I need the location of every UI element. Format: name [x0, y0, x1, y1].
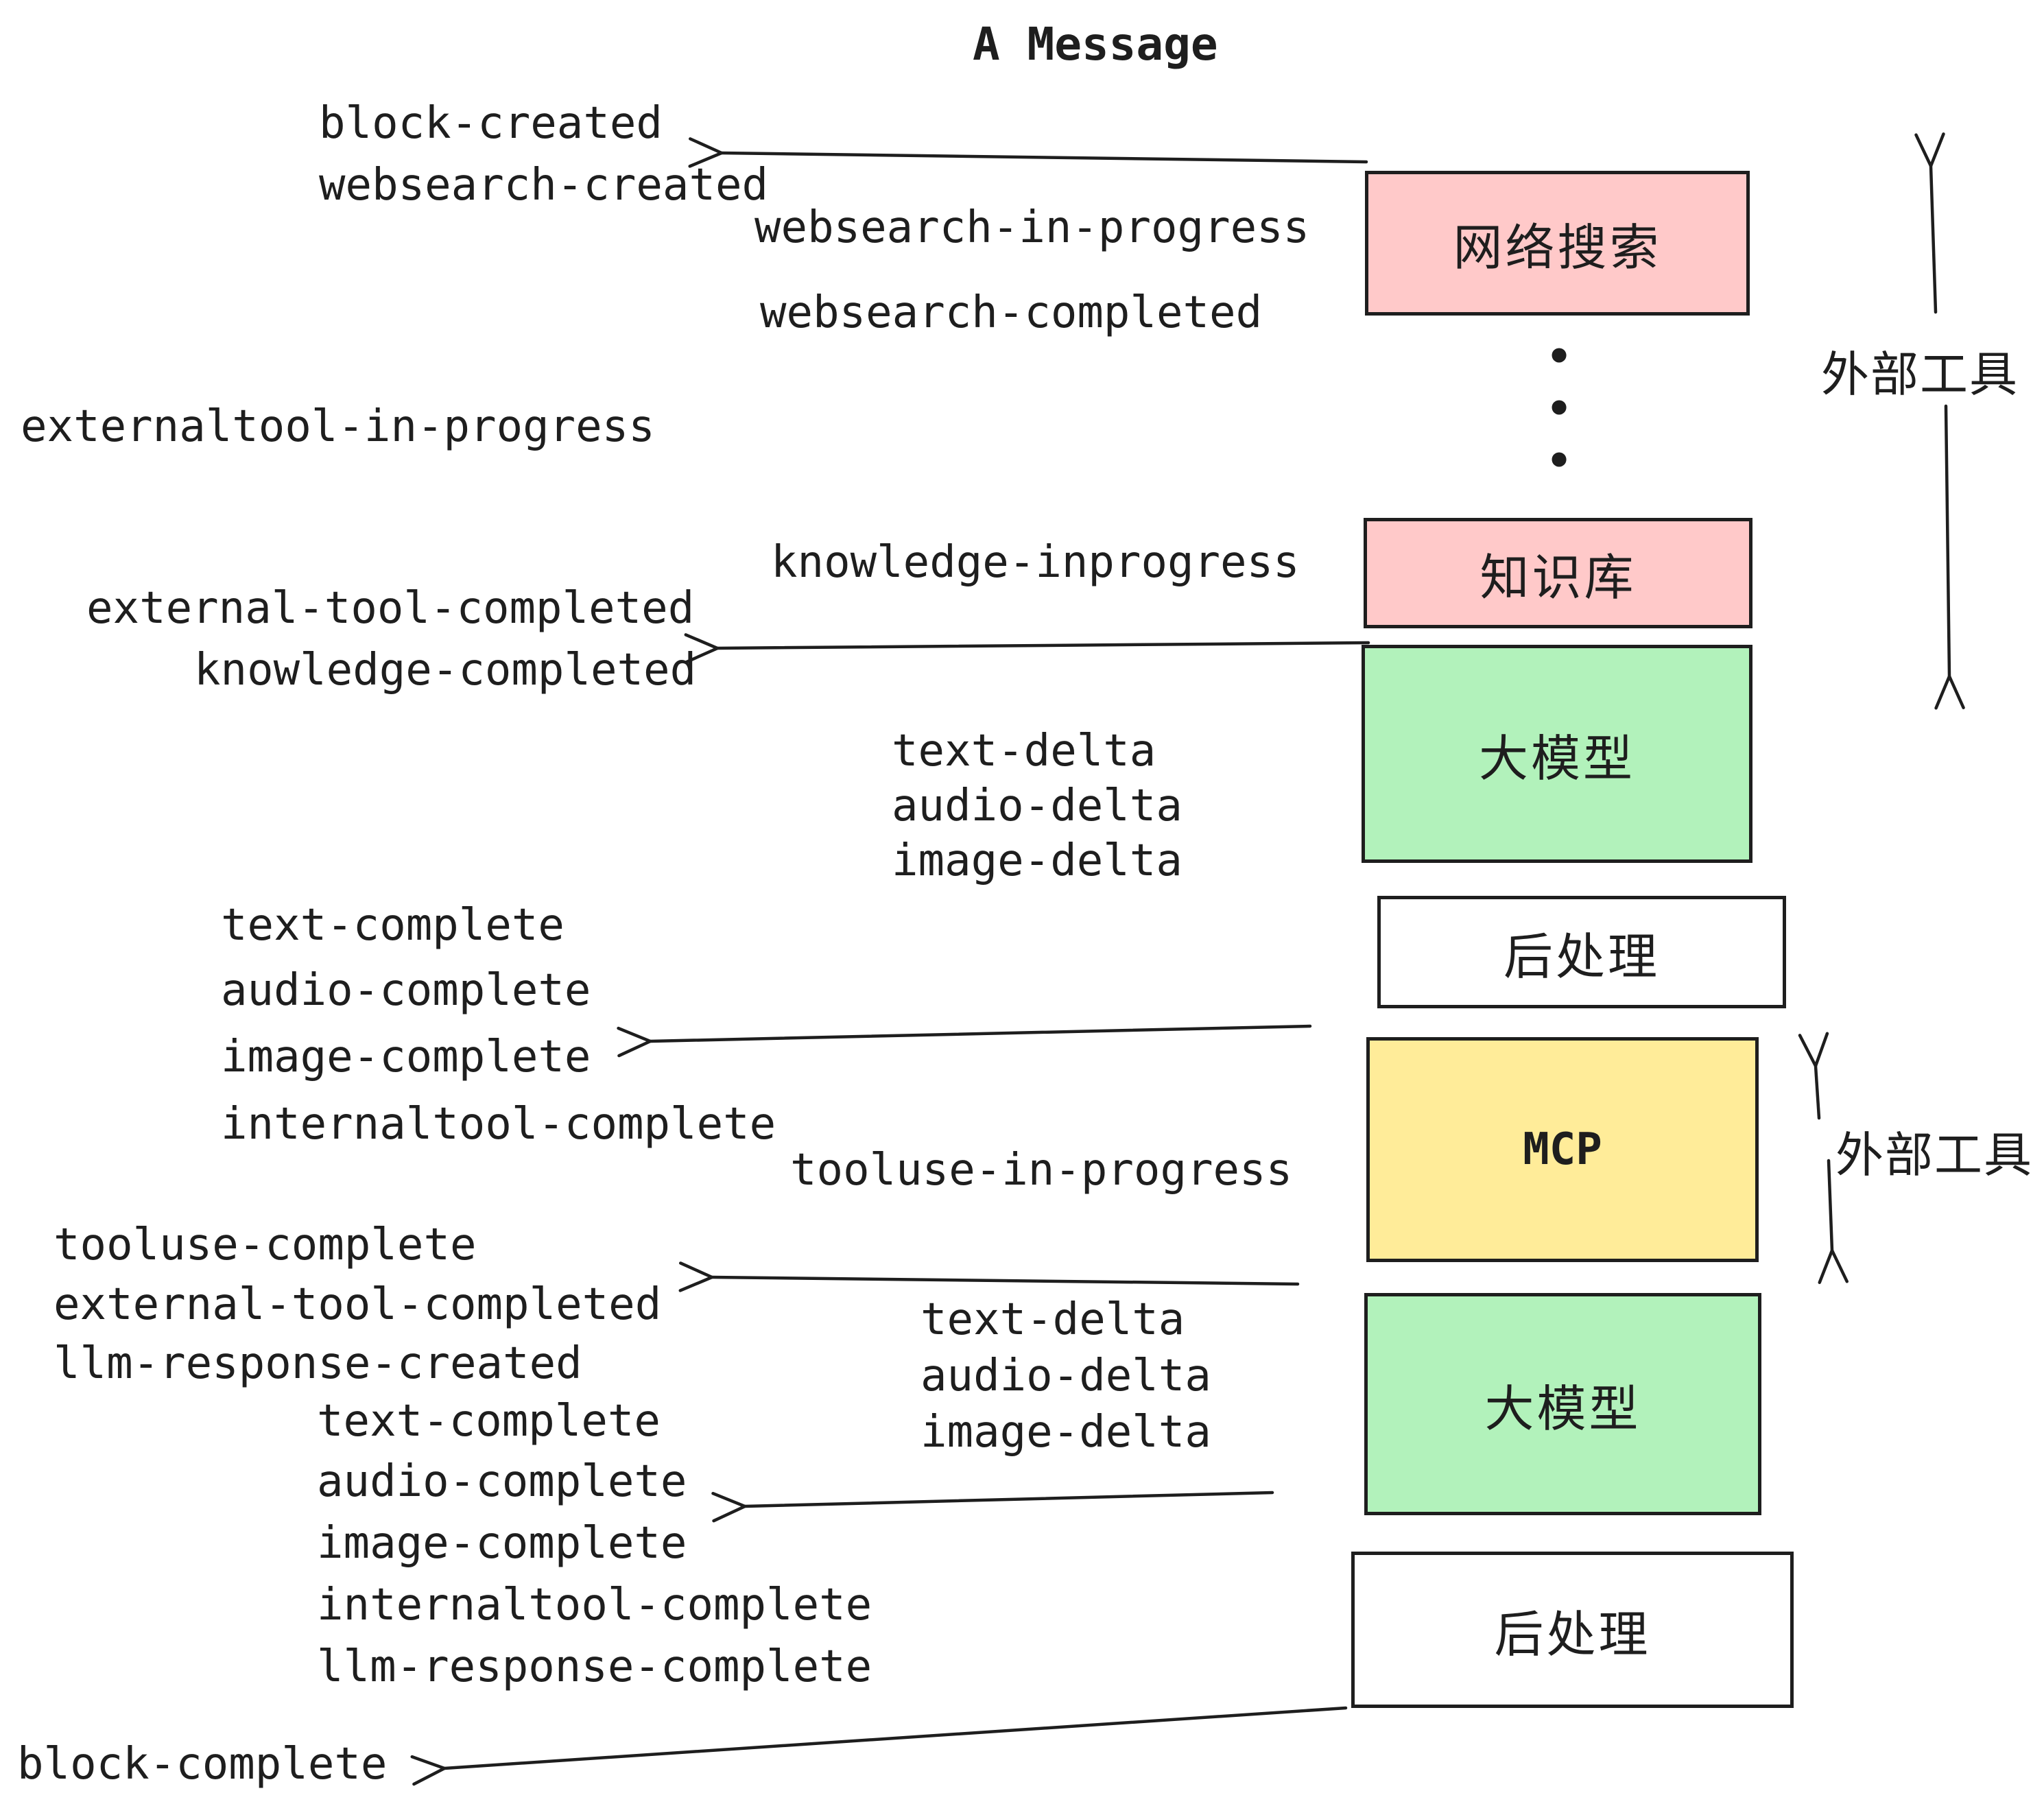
- event-label-block-complete: block-complete: [17, 1739, 388, 1790]
- event-label-websearch-in-progress: websearch-in-progress: [754, 202, 1310, 253]
- box-postprocess-1: 后处理: [1377, 896, 1786, 1008]
- arrow-postprocess2-to-block-complete: [410, 1706, 1348, 1786]
- box-knowledge-label: 知识库: [1479, 549, 1637, 606]
- event-label-audio-delta-2: audio-delta: [920, 1351, 1211, 1401]
- arrow-websearch-to-created-events: [688, 137, 1368, 168]
- arrow-knowledge-to-completed-events: [684, 633, 1370, 664]
- event-label-text-delta-2: text-delta: [920, 1294, 1185, 1345]
- event-label-audio-complete-1: audio-complete: [221, 965, 591, 1016]
- box-postprocess-2-label: 后处理: [1494, 1605, 1651, 1663]
- event-label-image-delta-1: image-delta: [892, 835, 1183, 886]
- external-tools-annotation-2: 外部工具: [1835, 1127, 2033, 1183]
- event-label-externaltool-in-progress: externaltool-in-progress: [21, 401, 655, 452]
- event-label-internaltool-complete-2: internaltool-complete: [317, 1580, 872, 1630]
- box-knowledge: 知识库: [1364, 518, 1752, 628]
- event-label-external-tool-completed-1: external-tool-completed: [86, 583, 695, 634]
- box-llm-2-label: 大模型: [1484, 1379, 1641, 1438]
- arrow-external-tools-down-1: [1934, 404, 1965, 710]
- event-label-text-complete-1: text-complete: [221, 900, 565, 951]
- event-label-block-created: block-created: [319, 98, 663, 149]
- box-llm-1: 大模型: [1362, 645, 1752, 863]
- event-label-tooluse-in-progress: tooluse-in-progress: [790, 1145, 1293, 1196]
- event-label-image-complete-2: image-complete: [317, 1518, 687, 1569]
- event-label-knowledge-completed: knowledge-completed: [194, 645, 697, 696]
- arrow-llm1-to-complete-events: [617, 1024, 1312, 1058]
- event-label-text-delta-1: text-delta: [892, 726, 1156, 776]
- box-websearch-label: 网络搜索: [1453, 219, 1662, 276]
- box-mcp: MCP: [1366, 1037, 1759, 1262]
- event-label-audio-complete-2: audio-complete: [317, 1456, 687, 1507]
- event-label-internaltool-complete-1: internaltool-complete: [221, 1099, 776, 1150]
- event-label-image-delta-2: image-delta: [920, 1407, 1211, 1458]
- box-postprocess-1-label: 后处理: [1503, 927, 1660, 986]
- event-label-llm-response-created: llm-response-created: [54, 1338, 582, 1389]
- event-label-websearch-created: websearch-created: [319, 160, 769, 211]
- event-label-tooluse-complete: tooluse-complete: [54, 1220, 477, 1270]
- box-llm-1-label: 大模型: [1478, 729, 1635, 787]
- ellipsis-dots: • • •: [1545, 333, 1573, 486]
- arrow-llm2-to-complete-events: [711, 1491, 1274, 1523]
- event-label-llm-response-complete: llm-response-complete: [317, 1641, 872, 1692]
- event-label-audio-delta-1: audio-delta: [892, 781, 1183, 831]
- event-label-text-complete-2: text-complete: [317, 1396, 661, 1447]
- arrow-external-tools-up-2: [1798, 1032, 1829, 1120]
- event-label-websearch-completed: websearch-completed: [760, 287, 1263, 338]
- box-llm-2: 大模型: [1364, 1293, 1761, 1515]
- box-mcp-label: MCP: [1523, 1124, 1602, 1175]
- box-websearch: 网络搜索: [1365, 171, 1750, 316]
- event-label-external-tool-completed-2: external-tool-completed: [54, 1279, 662, 1330]
- external-tools-annotation-1: 外部工具: [1821, 346, 2019, 403]
- arrow-external-tools-up-1: [1914, 132, 1945, 314]
- box-postprocess-2: 后处理: [1351, 1552, 1794, 1708]
- event-label-image-complete-1: image-complete: [221, 1032, 591, 1082]
- event-label-knowledge-inprogress: knowledge-inprogress: [771, 537, 1300, 588]
- diagram-title: A Message: [973, 18, 1218, 71]
- arrow-external-tools-down-2: [1818, 1159, 1849, 1284]
- arrow-mcp-to-tooluse-complete: [678, 1261, 1300, 1292]
